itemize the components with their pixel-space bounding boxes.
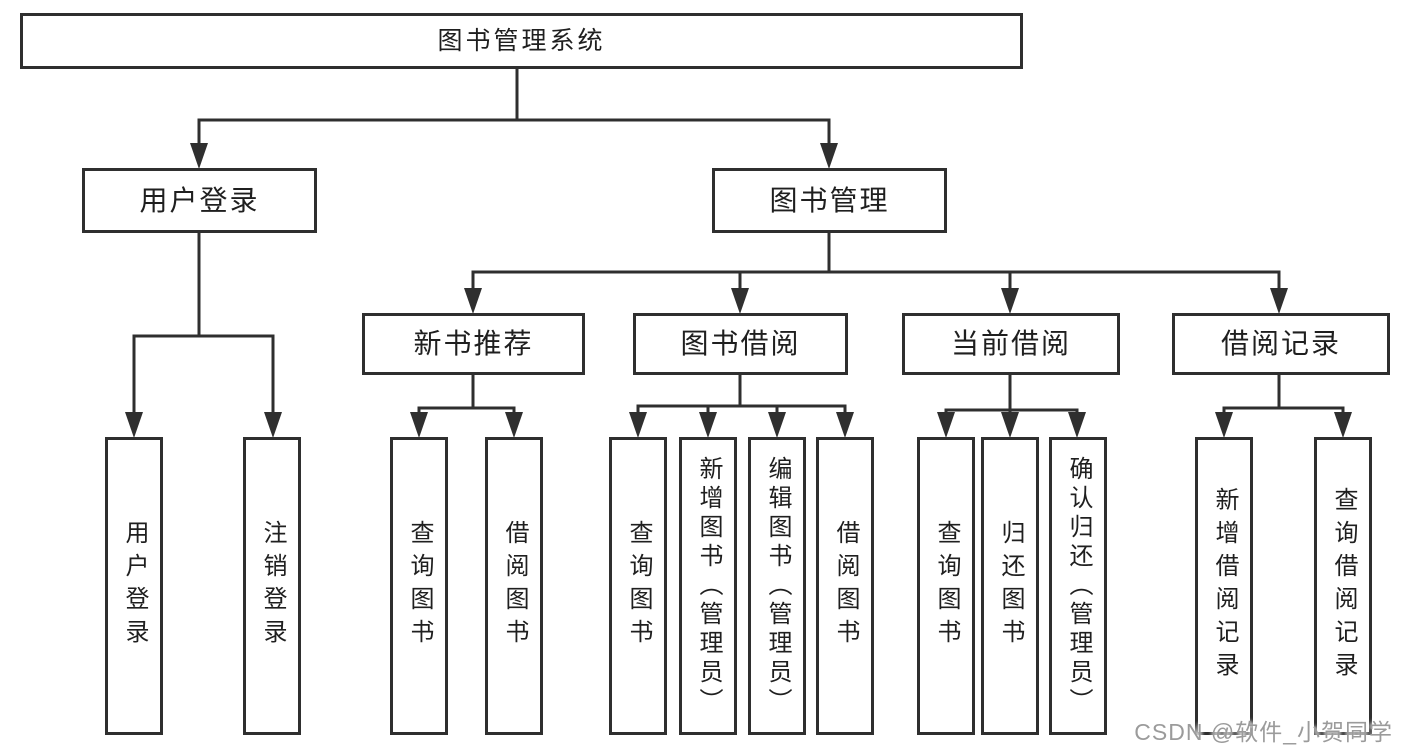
node-bb-edit-books-admin: 编辑图书（管理员） — [748, 437, 806, 735]
tree-edges — [132, 69, 1345, 413]
node-logout: 注销登录 — [243, 437, 301, 735]
node-user-login: 用户登录 — [105, 437, 163, 735]
node-br-query-record: 查询借阅记录 — [1314, 437, 1372, 735]
node-borrowing-records: 借阅记录 — [1172, 313, 1390, 375]
node-cb-return-books: 归还图书 — [981, 437, 1039, 735]
node-nbr-query-books: 查询图书 — [390, 437, 448, 735]
node-user-login-group: 用户登录 — [82, 168, 317, 233]
node-bb-add-books-admin: 新增图书（管理员） — [679, 437, 737, 735]
node-library-management-system: 图书管理系统 — [20, 13, 1023, 69]
node-bb-borrow-books: 借阅图书 — [816, 437, 874, 735]
node-book-management: 图书管理 — [712, 168, 947, 233]
node-book-borrowing: 图书借阅 — [633, 313, 848, 375]
node-br-add-record: 新增借阅记录 — [1195, 437, 1253, 735]
node-new-book-recommend: 新书推荐 — [362, 313, 585, 375]
node-bb-query-books: 查询图书 — [609, 437, 667, 735]
node-cb-query-books: 查询图书 — [917, 437, 975, 735]
node-current-borrowing: 当前借阅 — [902, 313, 1120, 375]
csdn-watermark: CSDN @软件_小贺同学 — [1134, 719, 1393, 745]
node-cb-confirm-return-admin: 确认归还（管理员） — [1049, 437, 1107, 735]
node-nbr-borrow-books: 借阅图书 — [485, 437, 543, 735]
